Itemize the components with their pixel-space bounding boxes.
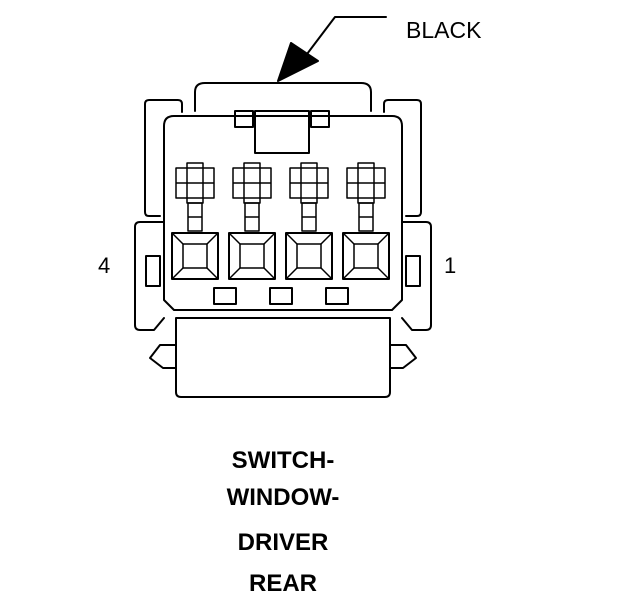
terminal-4-cavity-inner (353, 243, 379, 269)
terminal-2-bevel-bottom-1 (263, 267, 276, 280)
terminal-3-cavity-inner (296, 243, 322, 269)
terminal-1-bevel-top-0 (171, 232, 184, 245)
terminal-1-cavity (171, 232, 219, 280)
terminal-4-bevel-bottom-1 (377, 267, 390, 280)
title-line-1: SWITCH- (232, 447, 335, 474)
lock-tab-left-notch (234, 110, 254, 128)
bottom-key-2 (269, 287, 293, 305)
color-label: BLACK (406, 17, 482, 43)
terminal-4-bevel-bottom-0 (342, 267, 355, 280)
pin-number-left: 4 (98, 253, 110, 278)
title-line-2: WINDOW- (227, 484, 340, 511)
terminal-2-bevel-top-1 (263, 232, 276, 245)
terminal-4-cavity (342, 232, 390, 280)
lock-tab-right-notch (310, 110, 330, 128)
terminal-4-bevel-top-0 (342, 232, 355, 245)
terminal-2-cavity-inner (239, 243, 265, 269)
rear-housing (175, 317, 391, 398)
left-wing (134, 221, 165, 331)
rear-housing-left-clip (149, 344, 177, 369)
terminal-1-bevel-top-1 (206, 232, 219, 245)
right-upper-ear (383, 99, 422, 217)
terminal-1-cavity-inner (182, 243, 208, 269)
terminal-3-cavity (285, 232, 333, 280)
terminal-3-bevel-bottom-0 (285, 267, 298, 280)
left-wing-slot (145, 255, 161, 287)
terminal-2-bevel-top-0 (228, 232, 241, 245)
top-latch (194, 82, 372, 112)
right-wing (401, 221, 432, 331)
terminal-3-bevel-top-0 (285, 232, 298, 245)
terminal-4-bevel-top-1 (377, 232, 390, 245)
callout-leader (277, 16, 387, 82)
title-line-4: REAR (249, 570, 317, 597)
right-wing-slot (405, 255, 421, 287)
rear-housing-right-clip (389, 344, 417, 369)
bottom-key-1 (213, 287, 237, 305)
left-upper-ear (144, 99, 183, 217)
terminal-3-bevel-top-1 (320, 232, 333, 245)
connector-body (163, 115, 403, 311)
bottom-key-3 (325, 287, 349, 305)
lock-tab (254, 110, 310, 154)
terminal-2-bevel-bottom-0 (228, 267, 241, 280)
title-line-3: DRIVER (238, 529, 329, 556)
callout-arrow-icon (277, 42, 319, 82)
pin-number-right: 1 (444, 253, 456, 278)
terminal-1-bevel-bottom-0 (171, 267, 184, 280)
terminal-1-bevel-bottom-1 (206, 267, 219, 280)
terminal-3-bevel-bottom-1 (320, 267, 333, 280)
terminal-2-cavity (228, 232, 276, 280)
terminal-group (171, 162, 390, 280)
